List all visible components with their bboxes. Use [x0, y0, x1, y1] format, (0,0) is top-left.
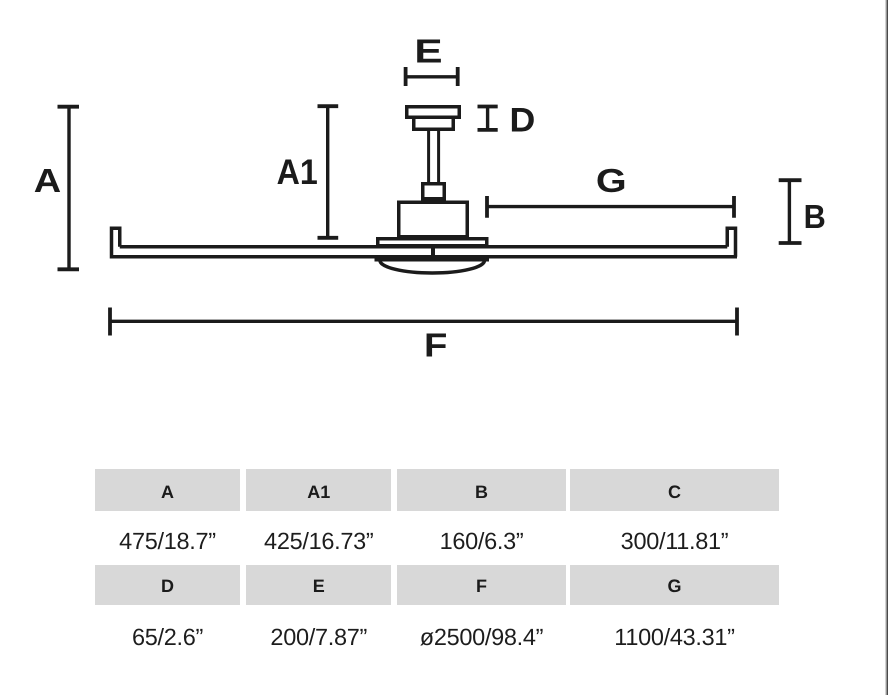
svg-text:E: E [414, 34, 442, 71]
svg-text:A1: A1 [277, 154, 318, 193]
svg-text:G: G [596, 162, 627, 199]
svg-text:D: D [510, 101, 536, 139]
svg-text:B: B [804, 198, 826, 235]
svg-text:F: F [424, 327, 447, 364]
svg-text:A: A [34, 162, 61, 199]
